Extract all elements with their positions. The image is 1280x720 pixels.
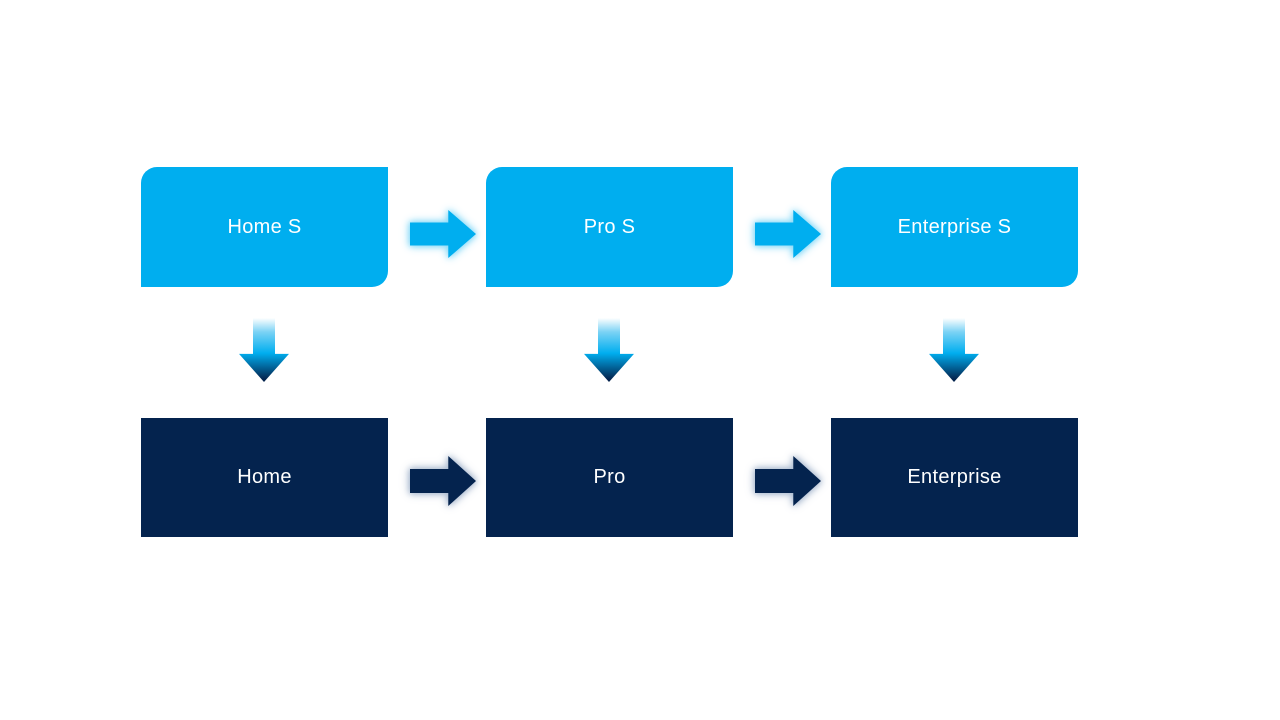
- arrow-pro-s-to-pro: [584, 318, 634, 382]
- node-enterprise-label: Enterprise: [907, 466, 1002, 488]
- node-enterprise-s: Enterprise S: [831, 167, 1078, 287]
- node-home-label: Home: [237, 466, 292, 488]
- node-home-s: Home S: [141, 167, 388, 287]
- node-enterprise: Enterprise: [831, 418, 1078, 537]
- right-arrow-icon: [410, 456, 476, 506]
- arrow-enterprise-s-to-enterprise: [929, 318, 979, 382]
- right-arrow-icon: [410, 210, 476, 258]
- right-arrow-icon: [755, 210, 821, 258]
- node-pro: Pro: [486, 418, 733, 537]
- arrow-home-s-to-home: [239, 318, 289, 382]
- node-pro-s-label: Pro S: [583, 215, 636, 238]
- node-pro-label: Pro: [593, 466, 626, 488]
- node-enterprise-s-label: Enterprise S: [897, 215, 1012, 238]
- node-pro-s: Pro S: [486, 167, 733, 287]
- right-arrow-icon: [755, 456, 821, 506]
- node-home: Home: [141, 418, 388, 537]
- node-home-s-label: Home S: [227, 215, 302, 238]
